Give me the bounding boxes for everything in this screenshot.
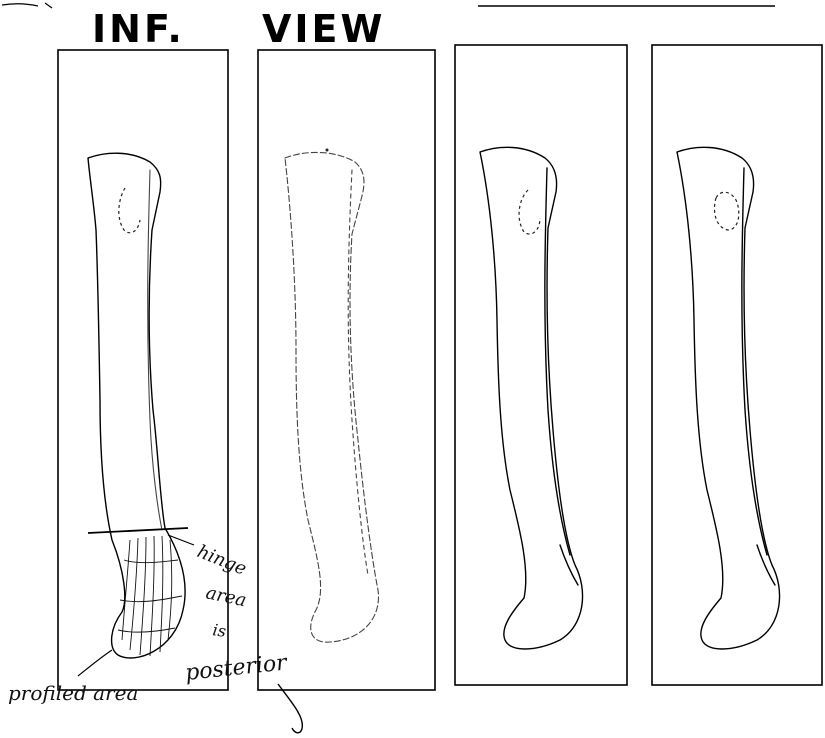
annotation-posterior: posterior <box>184 650 289 686</box>
panel-4-dashed-oval <box>715 192 739 230</box>
annotation-area: area <box>204 582 248 611</box>
panel-1-hatched-distal-area <box>118 536 182 656</box>
panel-4 <box>652 45 822 685</box>
panel-1-bone-outline <box>88 153 185 658</box>
panel-1-profiled-pointer <box>78 650 112 676</box>
panel-3 <box>455 45 627 685</box>
panel-1-hinge-line <box>88 528 188 533</box>
annotation-hinge: hinge <box>194 541 249 580</box>
panel-3-bone-outline <box>480 147 583 649</box>
annotation-is: is <box>211 620 227 641</box>
panel-4-bone-outline <box>677 147 780 649</box>
panel-2-inner-ridge <box>348 170 368 575</box>
panel-3-frame <box>455 45 627 685</box>
panel-2-dot <box>326 149 329 152</box>
title-inf: INF. <box>92 7 185 51</box>
annotation-posterior-tail <box>278 684 302 733</box>
panel-1-frame <box>58 50 228 690</box>
panel-4-frame <box>652 45 822 685</box>
annotation-profiled-area: profiled area <box>8 681 138 705</box>
panel-1 <box>58 50 228 690</box>
panel-2 <box>258 50 435 690</box>
panel-1-proximal-dashed-area <box>119 188 140 233</box>
panel-3-dashed-area <box>519 190 540 234</box>
panel-2-bone-outline <box>285 152 378 642</box>
title-view: VIEW <box>262 7 385 51</box>
panel-2-frame <box>258 50 435 690</box>
top-left-scan-artifact <box>2 3 52 8</box>
